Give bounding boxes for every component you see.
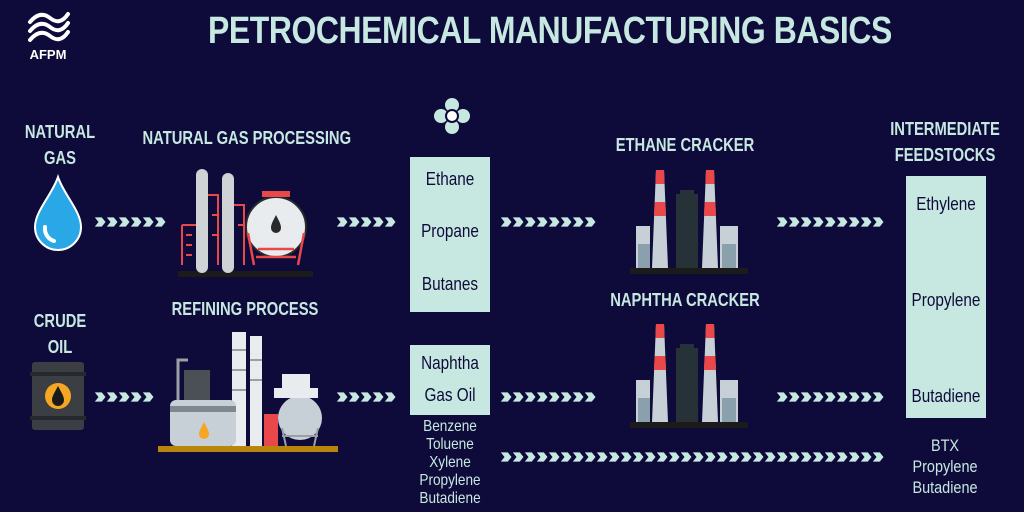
arrow-refinery-liquids-to-naphtha-cracker bbox=[499, 391, 597, 403]
arrow-naphtha-cracker-to-feedstocks bbox=[775, 391, 885, 403]
gas-liquids-box: Ethane Propane Butanes bbox=[410, 157, 490, 312]
xylene-label: Xylene bbox=[429, 454, 471, 471]
naphtha-cracker-icon bbox=[630, 324, 748, 428]
intermediate-feedstocks-box: Ethylene Propylene Butadiene bbox=[906, 176, 986, 418]
butadiene-aromatic-label: Butadiene bbox=[419, 490, 481, 507]
toluene-label: Toluene bbox=[426, 436, 474, 453]
ethane-cracker-icon bbox=[630, 170, 748, 274]
propane-label: Propane bbox=[421, 221, 479, 241]
refining-process-label: REFINING PROCESS bbox=[171, 299, 319, 319]
natural-gas-label: NATURAL GAS bbox=[24, 122, 96, 168]
molecule-icon bbox=[434, 98, 470, 134]
aromatics-list: Benzene Toluene Xylene Propylene Butadie… bbox=[408, 418, 493, 508]
btx-propylene-label: Propylene bbox=[912, 457, 978, 476]
gas-processing-plant-icon bbox=[178, 169, 313, 277]
ethane-label: Ethane bbox=[425, 169, 475, 189]
gas-oil-label: Gas Oil bbox=[424, 385, 476, 405]
arrow-crude-to-refining bbox=[93, 391, 155, 403]
logo-text: AFPM bbox=[29, 47, 67, 62]
btx-butadiene-label: Butadiene bbox=[912, 478, 978, 497]
propylene-label: Propylene bbox=[911, 290, 981, 310]
intermediate-feedstocks-heading: INTERMEDIATE FEEDSTOCKS bbox=[890, 119, 1000, 165]
page-title: PETROCHEMICAL MANUFACTURING BASICS bbox=[208, 10, 892, 52]
btx-output-list: BTX Propylene Butadiene bbox=[903, 435, 988, 498]
benzene-label: Benzene bbox=[423, 418, 477, 435]
oil-barrel-icon bbox=[30, 362, 86, 430]
afpm-wave-logo-icon bbox=[28, 12, 70, 42]
arrow-processing-to-gas-liquids bbox=[335, 216, 397, 228]
arrow-gas-liquids-to-ethane-cracker bbox=[499, 216, 597, 228]
ethane-cracker-label: ETHANE CRACKER bbox=[615, 135, 755, 155]
propylene-aromatic-label: Propylene bbox=[419, 472, 481, 489]
crude-oil-label: CRUDE OIL bbox=[33, 311, 87, 357]
refinery-plant-icon bbox=[158, 332, 338, 452]
naphtha-label: Naphtha bbox=[421, 353, 479, 373]
butanes-label: Butanes bbox=[421, 274, 479, 294]
natural-gas-processing-label: NATURAL GAS PROCESSING bbox=[142, 128, 352, 148]
ethylene-label: Ethylene bbox=[916, 194, 976, 214]
gas-drop-icon bbox=[33, 173, 83, 251]
btx-label: BTX bbox=[930, 436, 960, 455]
refinery-liquids-box: Naphtha Gas Oil bbox=[410, 345, 490, 415]
arrow-gas-to-processing bbox=[93, 216, 167, 228]
arrow-ethane-cracker-to-feedstocks bbox=[775, 216, 885, 228]
naphtha-cracker-label: NAPHTHA CRACKER bbox=[610, 290, 760, 310]
butadiene-label: Butadiene bbox=[911, 386, 981, 406]
arrow-aromatics-to-btx bbox=[499, 451, 885, 463]
arrow-refining-to-refinery-liquids bbox=[335, 391, 397, 403]
